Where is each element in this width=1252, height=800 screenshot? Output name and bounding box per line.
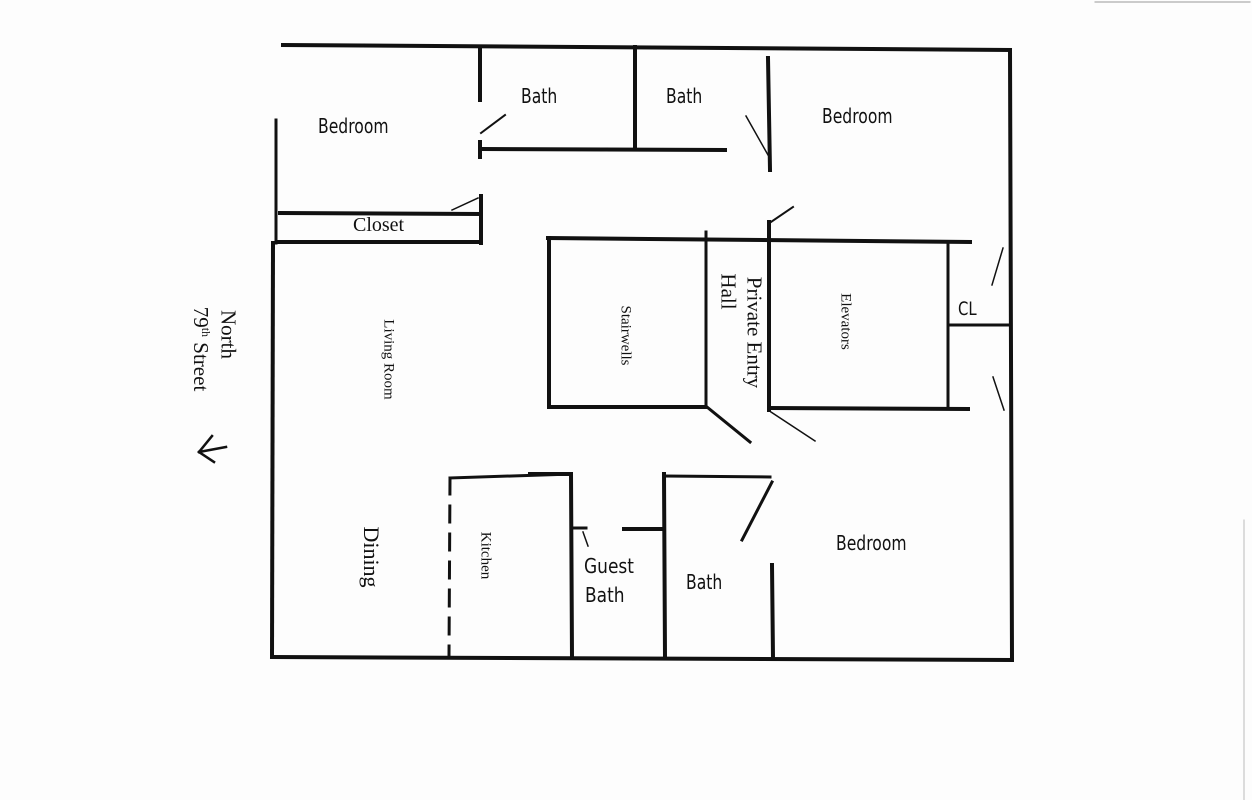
bedroom-tr-left-wall	[765, 55, 773, 173]
bedroom-top-right-label: Bedroom	[822, 104, 893, 128]
entry-door-top	[769, 205, 795, 224]
bath-bottom-label: Bath	[686, 570, 723, 594]
bath-bottom-left-wall	[661, 471, 668, 661]
bedroom-tr-door	[744, 114, 770, 157]
guest-bath-label-line2: Bath	[585, 583, 625, 607]
arrow-icon	[197, 434, 228, 464]
street-word: Street	[189, 342, 213, 392]
living-room-label: Living Room	[380, 319, 397, 400]
cl-door-upper	[991, 247, 1004, 286]
private-entry-label-line1: Private Entry	[742, 276, 767, 389]
elevator-bottom-wall	[766, 405, 971, 412]
dining-label: Dining	[359, 526, 384, 588]
bath-top-2-label: Bath	[666, 84, 703, 108]
elevators-label: Elevators	[837, 293, 854, 350]
closet-top-wall	[277, 210, 483, 217]
wall-bottom	[269, 654, 1015, 663]
kitchen-dashed-wall	[447, 476, 452, 657]
bath-top-1-label: Bath	[521, 84, 558, 108]
cl-door-lower	[992, 376, 1005, 411]
closet-label: Closet	[353, 214, 405, 236]
kitchen-label: Kitchen	[477, 531, 494, 580]
entry-door-right	[769, 410, 817, 443]
bath1-door	[479, 113, 507, 135]
core-top-wall	[545, 235, 973, 245]
bedroom-top-left-label: Bedroom	[318, 114, 389, 138]
kitchen-right-wall	[568, 471, 575, 661]
bedroom-bottom-right-label: Bedroom	[836, 531, 907, 555]
guest-bath-door	[582, 531, 589, 547]
bath-bottom-right-wall	[769, 562, 776, 661]
stairwells-label: Stairwells	[617, 305, 634, 366]
entry-door-left	[704, 404, 753, 445]
guest-bath-label-line1: Guest	[584, 554, 634, 578]
street-number-suffix: th	[199, 327, 213, 338]
bath-bottom-wall	[479, 146, 728, 153]
cl-label: CL	[958, 298, 977, 320]
bath-bottom-door	[739, 479, 775, 543]
street-number: 79	[189, 306, 213, 328]
closet-door	[451, 197, 479, 211]
private-entry-label-line2: Hall	[716, 273, 741, 310]
street-label-line2: 79th Street	[189, 294, 213, 404]
wall-top	[280, 42, 1013, 53]
wall-left-lower	[269, 240, 276, 660]
bath-bottom-top-wall	[662, 474, 772, 479]
street-label-line1: North	[216, 310, 241, 359]
wall-right	[1007, 47, 1015, 663]
